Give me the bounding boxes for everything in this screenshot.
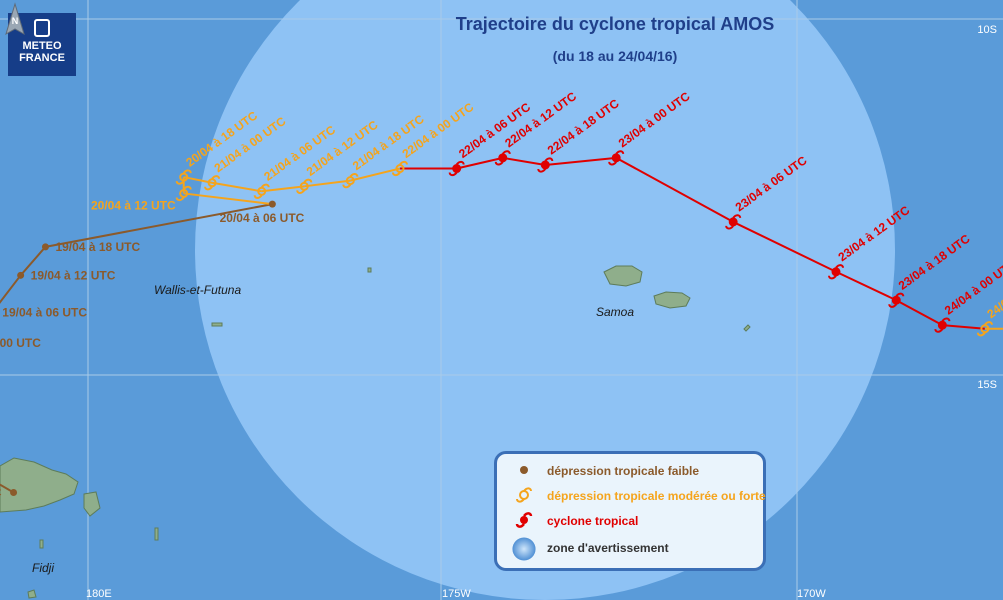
samoa-savaii <box>603 265 643 287</box>
track-segment <box>732 221 837 273</box>
moderate-depression-marker-icon <box>204 175 221 191</box>
track-segment <box>0 274 22 304</box>
track-time-label: 19/04 à 06 UTC <box>2 305 87 319</box>
land-masses <box>0 265 751 599</box>
track-time-label: 18/04 à 00 UTC <box>0 485 2 499</box>
track-time-label: 20/04 à 12 UTC <box>91 198 176 212</box>
lon-label-175w: 175W <box>442 588 471 600</box>
place-fidji: Fidji <box>32 561 54 575</box>
logo-line-1: METEO <box>22 40 62 52</box>
track-markers <box>10 150 993 496</box>
legend-label-weak: dépression tropicale faible <box>547 464 700 478</box>
fiji-island <box>0 457 79 513</box>
moderate-depression-marker-icon <box>253 183 270 199</box>
track-time-label: 20/04 à 06 UTC <box>220 211 305 225</box>
track-segment <box>261 185 305 193</box>
weak-depression-marker <box>41 243 49 251</box>
cyclone-marker-icon <box>888 292 905 308</box>
cyclone-marker-icon <box>608 150 625 166</box>
cyclone-marker-icon <box>494 150 511 166</box>
moderate-depression-marker-icon <box>296 178 313 194</box>
cyclone-marker-icon <box>934 317 951 333</box>
place-wallis-futuna: Wallis-et-Futuna <box>154 283 241 297</box>
track-segment <box>350 167 401 182</box>
fiji-islet <box>39 539 44 549</box>
legend-label-cyclone: cyclone tropical <box>547 514 639 528</box>
samoa-islet <box>743 324 751 332</box>
lon-label-180e: 180E <box>86 588 112 600</box>
fiji-island-small <box>83 491 101 517</box>
track-time-label: 19/04 à 18 UTC <box>55 240 140 254</box>
legend: dépression tropicale faible dépression t… <box>494 451 766 571</box>
futuna-islet <box>367 267 372 273</box>
lat-label-10s: 10S <box>977 24 997 36</box>
logo-mark-icon <box>34 19 50 37</box>
weak-depression-dot-icon <box>520 466 528 474</box>
tropical-cyclone-icon <box>515 512 533 528</box>
cyclone-marker-icon <box>827 264 844 280</box>
warning-zone-icon <box>512 537 536 561</box>
moderate-depression-marker-icon <box>342 173 359 189</box>
track-segment <box>545 156 617 166</box>
weak-depression-marker <box>268 200 276 208</box>
lon-label-170w: 170W <box>797 588 826 600</box>
track-segment <box>19 246 47 276</box>
track-segment <box>183 192 273 206</box>
logo-line-2: FRANCE <box>19 52 65 64</box>
track-segment <box>502 156 546 166</box>
svg-text:N: N <box>12 16 19 26</box>
lat-label-15s: 15S <box>977 379 997 391</box>
fiji-islet <box>154 527 159 541</box>
moderate-depression-marker-icon <box>391 160 408 177</box>
cyclone-marker-icon <box>537 157 554 173</box>
cyclone-marker-icon <box>725 214 742 230</box>
legend-label-zone: zone d'avertissement <box>547 541 669 555</box>
weak-depression-marker <box>10 488 18 496</box>
cyclone-marker-icon <box>448 160 465 177</box>
track-segment <box>615 156 734 223</box>
moderate-depression-marker-icon <box>976 321 993 337</box>
track-segment <box>304 179 351 188</box>
track-time-label: 19/04 à 12 UTC <box>31 268 116 282</box>
warning-zone <box>195 0 895 600</box>
map-title: Trajectoire du cyclone tropical AMOS <box>455 14 775 34</box>
track-segment <box>942 324 985 330</box>
track-time-label: 19/04 à 00 UTC <box>0 336 41 350</box>
track-segment <box>45 203 273 248</box>
weak-depression-marker <box>17 271 25 279</box>
track-segment <box>456 156 503 170</box>
track-segment <box>835 270 897 302</box>
track-segment <box>211 181 262 193</box>
legend-label-moderate: dépression tropicale modérée ou forte <box>547 489 766 503</box>
track-segment <box>895 299 943 327</box>
track-segment <box>183 176 213 184</box>
place-samoa: Samoa <box>596 305 634 319</box>
map-subtitle: (du 18 au 24/04/16) <box>552 48 678 64</box>
moderate-depression-marker-icon <box>175 185 192 202</box>
samoa-upolu <box>653 291 691 309</box>
north-arrow-icon: N <box>5 2 25 36</box>
wallis-islet <box>211 322 223 327</box>
moderate-depression-icon <box>516 487 532 503</box>
track-lines <box>0 156 1003 494</box>
moderate-depression-marker-icon <box>175 169 192 185</box>
fiji-islet <box>27 589 37 599</box>
